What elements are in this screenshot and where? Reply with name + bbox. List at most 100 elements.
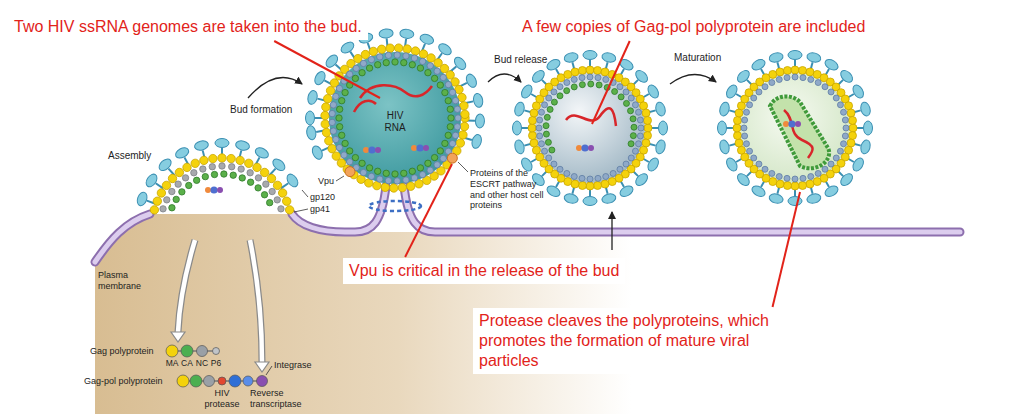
- lipid-head: [183, 163, 191, 171]
- gp120-cap: [419, 32, 435, 46]
- gp120-cap: [215, 139, 229, 148]
- lipid-head: [285, 206, 293, 214]
- matrix-protein: [828, 89, 834, 95]
- matrix-protein: [346, 159, 352, 165]
- lipid-head-ring: [528, 66, 652, 190]
- lipid-head: [394, 44, 402, 52]
- matrix-protein: [743, 109, 749, 115]
- capsid-protein: [417, 65, 423, 71]
- lipid-head: [191, 159, 199, 167]
- lipid-head: [321, 120, 329, 128]
- gp120-cap: [654, 101, 666, 117]
- matrix-protein: [368, 173, 374, 179]
- lipid-head: [847, 109, 855, 117]
- matrix-protein: [445, 81, 451, 87]
- matrix-protein: [742, 133, 748, 139]
- lipid-head: [175, 168, 183, 176]
- lipid-head: [791, 182, 799, 190]
- capsid-protein: [631, 124, 637, 130]
- matrix-protein: [385, 177, 391, 183]
- capsid-protein: [352, 154, 358, 160]
- matrix-protein: [617, 166, 623, 172]
- matrix-protein: [579, 75, 585, 81]
- matrix-protein: [595, 75, 601, 81]
- gp120-cap: [472, 93, 484, 109]
- capsid-protein: [179, 189, 185, 195]
- step-label: Assembly: [108, 150, 151, 162]
- lipid-head: [460, 122, 468, 130]
- matrix-protein: [219, 163, 225, 169]
- lipid-head: [322, 128, 330, 136]
- lipid-head: [328, 144, 336, 152]
- capsid-protein: [579, 82, 585, 88]
- bud-interior: [329, 52, 461, 184]
- matrix-protein: [269, 188, 275, 194]
- rt-bead: [368, 146, 375, 153]
- matrix-protein: [440, 74, 446, 80]
- lipid-head: [390, 184, 398, 192]
- lipid-head-ring: [733, 66, 857, 190]
- matrix-protein: [200, 166, 206, 172]
- gp120-cap: [306, 125, 317, 140]
- protease-bead: [783, 121, 789, 127]
- matrix-protein: [557, 84, 563, 90]
- capsid-protein: [346, 148, 352, 154]
- lipid-head: [419, 50, 427, 58]
- matrix-protein: [330, 102, 336, 108]
- gp120-cap: [513, 139, 525, 155]
- gp120-cap: [157, 157, 173, 173]
- lipid-head: [150, 206, 158, 214]
- capsid-protein: [564, 88, 570, 94]
- matrix-protein: [762, 84, 768, 90]
- capsid-protein: [359, 160, 365, 166]
- gp120-cap: [399, 28, 414, 39]
- gp120-cap: [718, 101, 730, 117]
- lipid-head: [776, 68, 784, 76]
- polyprotein-backbone: [172, 350, 216, 352]
- protein-domain: [197, 346, 208, 357]
- matrix-protein: [411, 175, 417, 181]
- lipid-head: [377, 45, 385, 53]
- part-label: Proteins of the ESCRT pathway and other …: [470, 168, 544, 211]
- gp120-cap: [313, 70, 328, 87]
- gp120-cap: [618, 184, 635, 199]
- capsid-protein: [417, 165, 423, 171]
- capsid-protein: [383, 170, 389, 176]
- gp120-cap: [859, 139, 871, 155]
- gp120-cap: [718, 139, 730, 155]
- gp120-cap: [254, 146, 271, 161]
- gp120-cap: [823, 184, 840, 199]
- capsid-protein: [392, 59, 398, 65]
- callout-text: Two HIV ssRNA genomes are taken into the…: [8, 14, 368, 40]
- matrix-protein: [564, 80, 570, 86]
- matrix-protein: [377, 54, 383, 60]
- gp120-cap: [583, 51, 597, 60]
- capsid-protein: [425, 160, 431, 166]
- protease-bead: [205, 187, 211, 193]
- matrix-protein: [434, 162, 440, 168]
- lipid-head: [236, 156, 244, 164]
- matrix-protein: [353, 65, 359, 71]
- matrix-protein: [792, 176, 798, 182]
- lipid-head: [218, 154, 226, 162]
- cytoplasm: [95, 214, 960, 414]
- part-label: Vpu: [318, 176, 334, 187]
- gp120-cap: [750, 57, 767, 72]
- gp120-cap: [851, 156, 866, 173]
- gp120-cap: [633, 68, 649, 84]
- lipid-head: [451, 78, 459, 86]
- lipid-head: [325, 137, 333, 145]
- capsid-protein: [261, 192, 267, 198]
- lipid-head: [460, 102, 468, 110]
- callout-text: Vpu is critical in the release of the bu…: [343, 258, 625, 284]
- matrix-protein: [403, 177, 409, 183]
- protein-domain: [243, 376, 253, 386]
- matrix-protein: [551, 161, 557, 167]
- lipid-head: [733, 116, 741, 124]
- capsid-protein: [551, 99, 557, 105]
- matrix-protein: [822, 84, 828, 90]
- callout-text: A few copies of Gag-pol polyprotein are …: [516, 14, 871, 40]
- gp120-cap: [464, 72, 478, 89]
- capsid-protein: [342, 140, 348, 146]
- lipid-head: [578, 182, 586, 190]
